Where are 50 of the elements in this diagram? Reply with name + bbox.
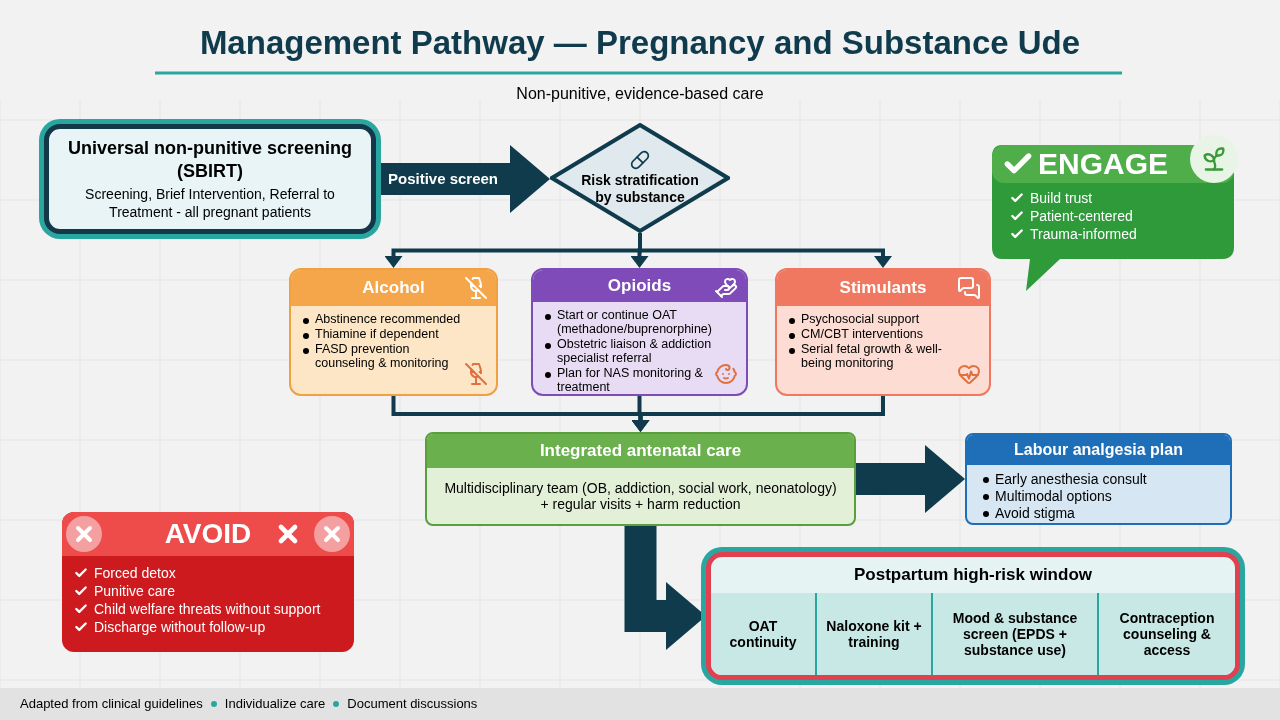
- box-heading: Integrated antenatal care: [539, 440, 742, 463]
- list-item-text: Serial fetal growth & well-being monitoring: [801, 342, 944, 370]
- subtitle: Non-punitive, evidence-based care: [515, 84, 765, 104]
- arrow: [638, 233, 892, 268]
- card-heading: Alcohol: [362, 277, 425, 300]
- card-heading: AVOID: [164, 517, 252, 551]
- list-item-text: Punitive care: [94, 582, 175, 600]
- diamond-label: Risk stratification by substance: [580, 171, 700, 207]
- substance-card: [531, 268, 748, 396]
- box-text: Screening, Brief Intervention, Referral to Treatment - all pregnant patients: [84, 186, 336, 221]
- footer-note: Document discussions: [347, 695, 478, 714]
- list-item-text: Start or continue OAT (methadone/buprenorphine): [557, 308, 713, 336]
- list-item-text: Discharge without follow-up: [94, 618, 266, 636]
- list-item-text: Early anesthesia consult: [995, 471, 1147, 488]
- list-item-text: Abstinence recommended: [315, 312, 461, 326]
- list-item-text: Multimodal options: [995, 488, 1112, 505]
- list-item-text: FASD prevention counseling & monitoring: [315, 342, 450, 370]
- list-item-text: Psychosocial support: [801, 312, 920, 326]
- list-item-text: Patient-centered: [1030, 207, 1133, 225]
- cell-text: OAT continuity: [728, 618, 798, 650]
- footer-note: Individualize care: [224, 695, 326, 714]
- cell-text: Mood & substance screen (EPDS + substance use): [951, 610, 1079, 658]
- box-text: Multidisciplinary team (OB, addiction, social work, neonatology) + regular visits + harm reduction: [443, 480, 838, 512]
- list-item-text: Plan for NAS monitoring & treatment: [557, 366, 704, 394]
- list-item-text: Child welfare threats without support: [94, 600, 321, 618]
- decision-diamond: [550, 123, 730, 233]
- bubble-heading: ENGAGE: [1038, 149, 1169, 179]
- list-item-text: Obstetric liaison & addiction specialist referral: [557, 337, 713, 365]
- list-item-text: Avoid stigma: [995, 505, 1075, 522]
- substance-card: [775, 268, 991, 396]
- list-item-text: CM/CBT interventions: [801, 327, 924, 341]
- card-heading: Stimulants: [839, 277, 927, 300]
- substance-card: [289, 268, 498, 396]
- box-heading: Postpartum high-risk window: [854, 564, 1092, 587]
- cell-text: Contraception counseling & access: [1118, 610, 1216, 658]
- card-heading: Opioids: [607, 275, 672, 298]
- title: Management Pathway — Pregnancy and Substance Ude: [198, 26, 1082, 59]
- warning-card: [62, 512, 354, 652]
- box-heading: Universal non-punitive screening (SBIRT): [66, 137, 354, 182]
- process-box: [965, 433, 1232, 525]
- list-item-text: Forced detox: [94, 564, 176, 582]
- footer-note: Adapted from clinical guidelines: [20, 695, 203, 714]
- box-heading: Labour analgesia plan: [1014, 440, 1183, 460]
- arrow: [631, 396, 885, 432]
- list-item-text: Trauma-informed: [1030, 225, 1137, 243]
- list-item-text: Thiamine if dependent: [315, 327, 439, 341]
- cell-text: Naloxone kit + training: [825, 618, 923, 650]
- edge-label: Positive screen: [387, 168, 499, 189]
- list-item-text: Build trust: [1030, 189, 1093, 207]
- process-box: [425, 432, 856, 526]
